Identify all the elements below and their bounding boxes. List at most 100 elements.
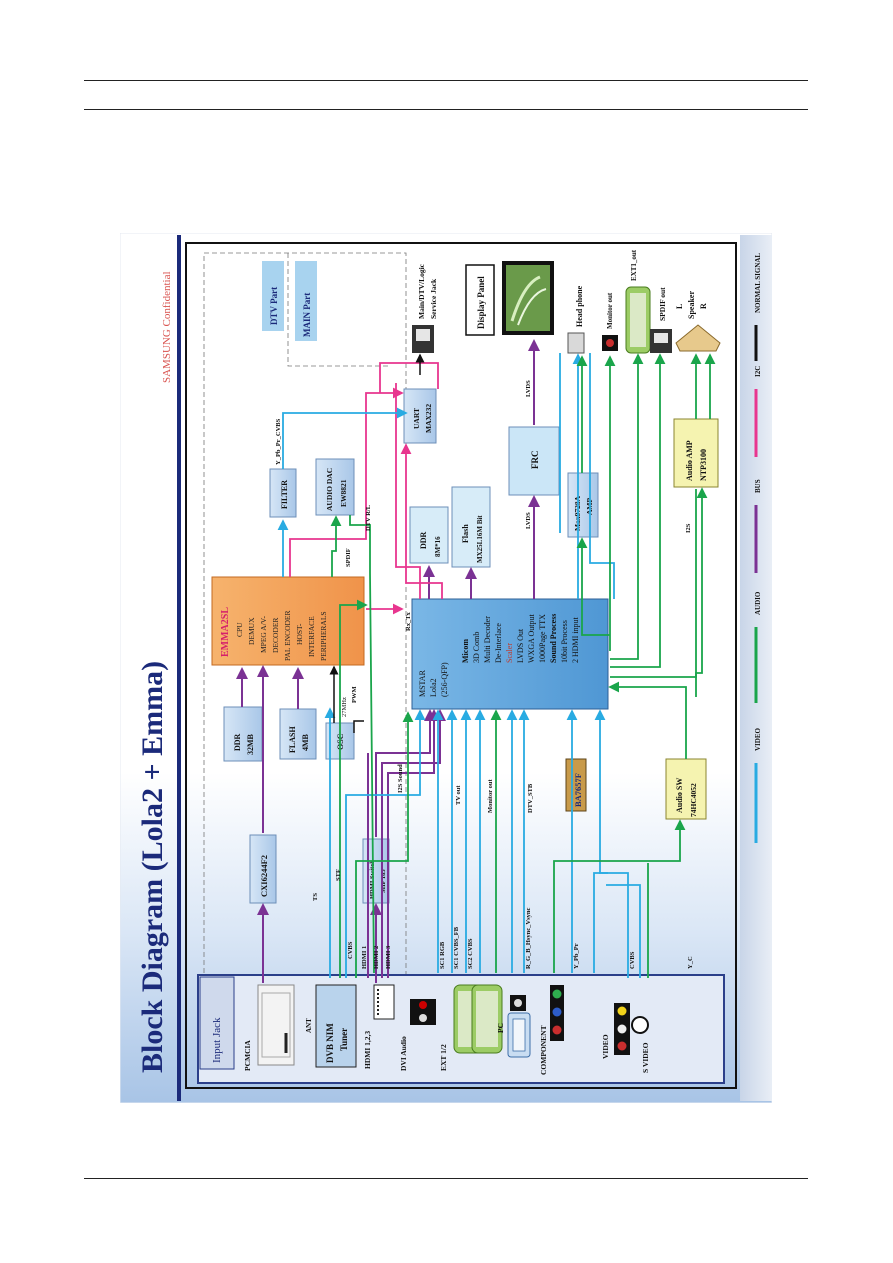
mstar-feature: De-Interlace xyxy=(494,623,503,663)
audio-sw-line2: 74HC4052 xyxy=(689,783,698,817)
mstar-feature: WXGA Output xyxy=(527,614,536,663)
emma-line: PERIPHERALS xyxy=(319,611,328,661)
audio-sw-block xyxy=(665,758,707,820)
signal-yc-label: Y_C xyxy=(687,956,694,969)
ba7657f-block xyxy=(565,758,587,812)
max9728a-amp-block xyxy=(567,472,599,538)
audio-sw-line1: Audio SW xyxy=(675,778,684,813)
block-diagram: Block Diagram (Lola2 + Emma) SAMSUNG Con… xyxy=(119,232,773,1108)
signal-sc1-rgb-label: SC1 RGB xyxy=(439,941,446,969)
signal-cvbs-label: CVBS xyxy=(347,941,354,959)
ba7657f-label: BA7657F xyxy=(573,773,583,807)
jack-ext-label: EXT 1/2 xyxy=(439,1044,448,1071)
main-part-label: MAIN Part xyxy=(302,293,312,337)
signal-sc1-cvbs-label: SC1 CVBS_FB xyxy=(453,926,460,969)
flash-4mb-block xyxy=(279,708,317,760)
confidential-label: SAMSUNG Confidential xyxy=(161,271,173,383)
main-part-label-box xyxy=(295,261,317,341)
cxi6244f2-label: CXI6244F2 xyxy=(259,855,269,897)
jack-pc-label: PC xyxy=(496,1023,505,1033)
audio-amp-line2: NTP3100 xyxy=(699,449,708,481)
signal-dtv-rl-label: DTV R/L xyxy=(365,504,372,531)
emma-line: HOST- xyxy=(295,623,304,645)
signal-cvbs2-label: CVBS xyxy=(629,951,636,969)
header-rule-bottom xyxy=(84,109,808,110)
ddr-32mb-line2: 32MB xyxy=(246,733,255,755)
dtv-part-label-box xyxy=(262,261,284,331)
signal-lvds2-label: LVDS xyxy=(525,380,532,397)
mstar-feature: Scaler xyxy=(505,643,514,663)
legend-video: VIDEO xyxy=(754,727,762,751)
footer-rule xyxy=(84,1178,808,1179)
mstar-feature: 1000Page TTX xyxy=(538,614,547,663)
diagram-frame-bar xyxy=(177,235,181,1101)
flash-4mb-line1: FLASH xyxy=(288,726,297,753)
mstar-line: Lola2 xyxy=(429,678,438,697)
speaker-right-label: R xyxy=(699,303,708,309)
monitor-out-label: Monitor out xyxy=(606,292,614,329)
signal-spdif-label: SPDIF xyxy=(345,548,352,567)
audio-dac-line2: EW8821 xyxy=(339,479,348,507)
svideo-port-icon xyxy=(631,1016,649,1034)
mstar-feature: 2 HDMI input xyxy=(571,616,580,663)
display-panel-label: Display Panel xyxy=(476,276,486,329)
ddr-32mb-block xyxy=(223,706,263,762)
service-jack-line1: Main/DTV/Logic xyxy=(417,263,426,319)
headphone-jack-icon xyxy=(567,332,585,354)
flash-mx25l-block xyxy=(451,486,491,568)
signal-rx-tx-label: Rx_Tx xyxy=(405,611,412,631)
emma2sl-block xyxy=(211,576,365,666)
flash-mx25l-line2: MX25L16M Bit xyxy=(476,515,484,563)
diagram-border xyxy=(185,242,737,1089)
signal-ts-label: TS xyxy=(312,893,319,901)
mstar-feature: Multi Decoder xyxy=(483,616,492,663)
signal-tv-out-label: TV out xyxy=(455,785,462,805)
ext1-out-label: EXT1_out xyxy=(630,249,638,281)
jack-video-label: VIDEO xyxy=(601,1034,610,1059)
jack-pcmcia-label: PCMCIA xyxy=(243,1040,252,1071)
mstar-line: MSTAR xyxy=(418,669,427,697)
speaker-icon xyxy=(675,324,721,352)
signal-stf-label: STF xyxy=(335,869,342,881)
signal-rgb-hv-label: R_G_B_Hsync_Vsync xyxy=(525,907,532,969)
mstar-feature: 10bit Process xyxy=(560,620,569,663)
flash-4mb-line2: 4MB xyxy=(301,733,310,751)
diagram-title: Block Diagram (Lola2 + Emma) xyxy=(136,661,169,1073)
dvb-tuner-line2: Tuner xyxy=(339,1028,349,1051)
signal-i2s-sound-label: I2S Sound xyxy=(397,764,404,793)
cxi6244f2-block xyxy=(249,834,277,904)
audio-amp-line1: Audio AMP xyxy=(685,440,694,481)
audio-amp-block xyxy=(673,418,719,488)
frc-block xyxy=(508,426,560,496)
speaker-label: Speaker xyxy=(687,291,696,319)
signal-sc2-cvbs-label: SC2 CVBS xyxy=(467,938,474,969)
ddr-8m16-line2: 8M*16 xyxy=(434,536,442,557)
signal-lvds-label: LVDS xyxy=(525,512,532,529)
ddr-8m16-block xyxy=(409,506,449,564)
pcmcia-slot xyxy=(257,984,295,1066)
jack-component-label: COMPONENT xyxy=(539,1025,548,1075)
mstar-feature: Micom xyxy=(461,639,470,663)
legend-normal-signal: NORMAL SIGNAL xyxy=(754,253,762,313)
osc-freq-label: 27MHz xyxy=(341,697,348,717)
signal-hdmi2-label: HDMI 2 xyxy=(373,946,380,969)
service-jack-line2: Service Jack xyxy=(429,278,438,319)
dvb-tuner-line1: DVB NIM xyxy=(325,1023,335,1063)
jack-svideo-label: S VIDEO xyxy=(641,1042,650,1073)
legend-i2c: I2C xyxy=(754,366,762,377)
signal-hdmi1-label: HDMI 1 xyxy=(361,946,368,969)
filter-label: FILTER xyxy=(280,480,289,509)
header-rule-top xyxy=(84,80,808,81)
signal-hdmi3-label: HDMI 3 xyxy=(385,945,392,969)
frc-label: FRC xyxy=(530,451,540,470)
speaker-left-label: L xyxy=(675,304,684,309)
emma-line: CPU xyxy=(235,622,244,637)
emma-line: DECODER xyxy=(271,618,280,653)
emma-line: DEMUX xyxy=(247,617,256,645)
uart-max232-block xyxy=(403,388,437,444)
jack-ant-label: ANT xyxy=(305,1018,313,1033)
spdif-out-label: SPDIF out xyxy=(658,287,667,321)
dtv-part-label: DTV Part xyxy=(269,287,279,325)
headphone-label: Head phone xyxy=(575,285,584,327)
legend: VIDEO AUDIO BUS I2C NORMAL SIGNAL xyxy=(754,253,762,843)
